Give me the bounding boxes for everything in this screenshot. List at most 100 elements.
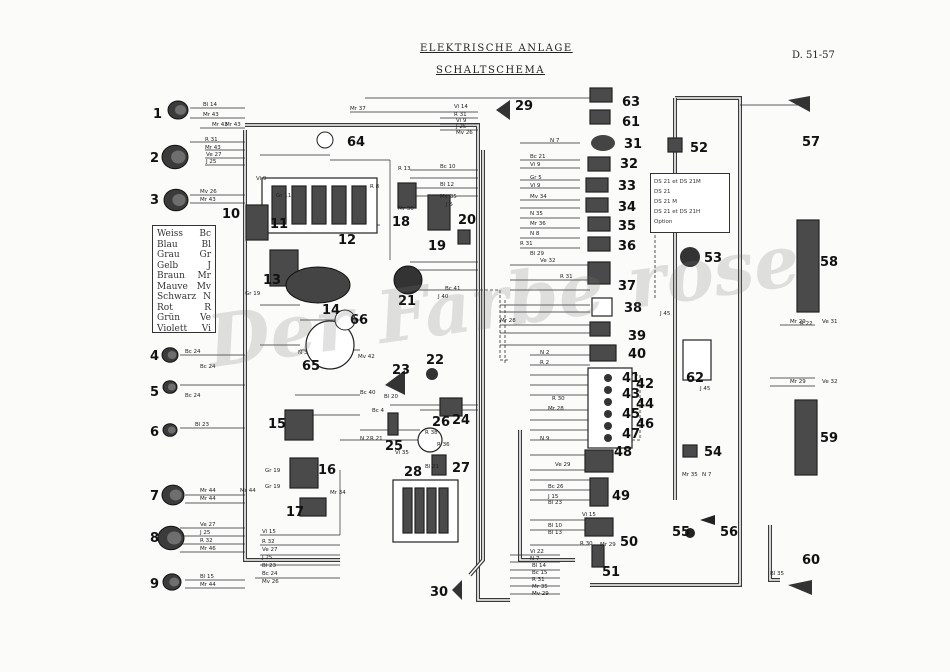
legend-color-name: Gelb: [157, 260, 179, 271]
wire-label: N 7: [550, 138, 560, 144]
wire-label: Mv 26: [200, 189, 217, 195]
wire-label: R 21: [370, 436, 383, 442]
relay-18: [397, 182, 417, 209]
component-number: 27: [452, 461, 470, 476]
wire-label: Ve 32: [540, 258, 555, 264]
wire-label: Bc 41: [445, 286, 461, 292]
wire-label: Mr 44: [200, 488, 216, 494]
component-number: 13: [263, 273, 281, 288]
switch-38: [591, 297, 613, 317]
wire-label: N 2: [540, 350, 549, 356]
relay-10: [245, 204, 269, 241]
switch-39: [589, 321, 611, 337]
component-number: 42: [636, 377, 654, 392]
wire-label: Mr 34: [330, 490, 346, 496]
indicator-5-lens: [167, 383, 176, 391]
indicator-4-lens: [167, 351, 177, 359]
connector-pin: [438, 487, 449, 534]
wire-label: J 45: [659, 311, 671, 317]
battery-14: [285, 266, 351, 304]
wire-label: R 38: [425, 430, 438, 436]
wire-label: Bc 4: [372, 408, 385, 414]
fuse-slot: [291, 185, 307, 225]
component-number: 29: [515, 99, 533, 114]
switch-55: [685, 528, 695, 538]
legend-color-name: Grün: [157, 313, 181, 323]
wire-label: Bl 15: [200, 574, 215, 580]
component-number: 64: [347, 135, 365, 150]
wire-label: J 40: [437, 294, 449, 300]
wire-label: Vi 9: [530, 162, 541, 168]
legend-color-code: Bc: [199, 229, 211, 239]
lamp-36: [587, 236, 611, 252]
wire-label: Vi 15: [582, 512, 596, 518]
fuse-slot: [311, 185, 327, 225]
component-number: 12: [338, 233, 356, 248]
generator-15: [284, 409, 314, 441]
panel-lamp: [604, 422, 612, 430]
regulator-16: [289, 457, 319, 489]
wire-label: Bl 13: [548, 530, 563, 536]
wire-label: Bc 15: [532, 570, 548, 576]
component-number: 30: [430, 585, 448, 600]
component-number: 60: [802, 553, 820, 568]
switch-56: [700, 515, 715, 525]
component-number: 1: [153, 107, 162, 122]
component-number: 47: [622, 427, 640, 442]
wire-label: J 15: [547, 494, 559, 500]
wire-label: Mr 29: [790, 379, 806, 385]
wire-label: Bl 14: [532, 563, 547, 569]
component-number: 4: [150, 349, 159, 364]
wire-label: Bl 23: [548, 500, 563, 506]
lamp-cluster-58: [796, 219, 820, 313]
horn-30: [452, 580, 462, 600]
wire-label: Vi 9: [256, 176, 267, 182]
headlamp-3-lens: [172, 194, 186, 206]
indicator-6-lens: [167, 426, 176, 434]
component-number: 5: [150, 385, 159, 400]
component-number: 9: [150, 577, 159, 592]
switch-50: [584, 517, 614, 537]
component-number: 37: [618, 279, 636, 294]
switch-20: [457, 229, 471, 245]
wire-label: Bl 35: [770, 571, 785, 577]
legend-color-code: R: [204, 302, 211, 313]
panel-lamp: [604, 398, 612, 406]
horn-57: [788, 96, 810, 112]
wire-label: Gr 19: [245, 291, 261, 297]
wire-label: Mv 26: [456, 130, 473, 136]
component-number: 48: [614, 445, 632, 460]
wire-label: R 30: [580, 541, 593, 547]
wire-label: Mr 36: [398, 206, 414, 212]
component-number: 11: [270, 217, 288, 232]
wire-label: Gr 5: [530, 175, 542, 181]
wire-label: J 45: [699, 386, 711, 392]
lamp-61: [589, 109, 611, 125]
fuse-slot: [351, 185, 367, 225]
coil-23: [385, 370, 405, 395]
headlamp-8-lens: [167, 531, 182, 545]
component-number: 63: [622, 95, 640, 110]
sensor-22: [426, 368, 438, 380]
component-number: 15: [268, 417, 286, 432]
legend-color-name: Schwarz: [157, 292, 197, 302]
wire-label: Mr 44: [200, 582, 216, 588]
component-number: 23: [392, 363, 410, 378]
wire-label: N 35: [530, 211, 543, 217]
wire-label: Mr 43: [225, 122, 241, 128]
component-number: 66: [350, 313, 368, 328]
switch-62: [682, 339, 712, 381]
component-numbers: 1234567891011121314151617181920212223242…: [150, 95, 838, 600]
wire-label: Mr 43: [200, 197, 216, 203]
component-number: 45: [622, 407, 640, 422]
component-number: 2: [150, 151, 159, 166]
lamp-34: [585, 197, 609, 213]
legend-color-name: Braun: [157, 271, 185, 281]
legend-color-name: Violett: [157, 323, 188, 334]
switch-65: [305, 320, 355, 370]
gauge-26: [417, 427, 443, 453]
